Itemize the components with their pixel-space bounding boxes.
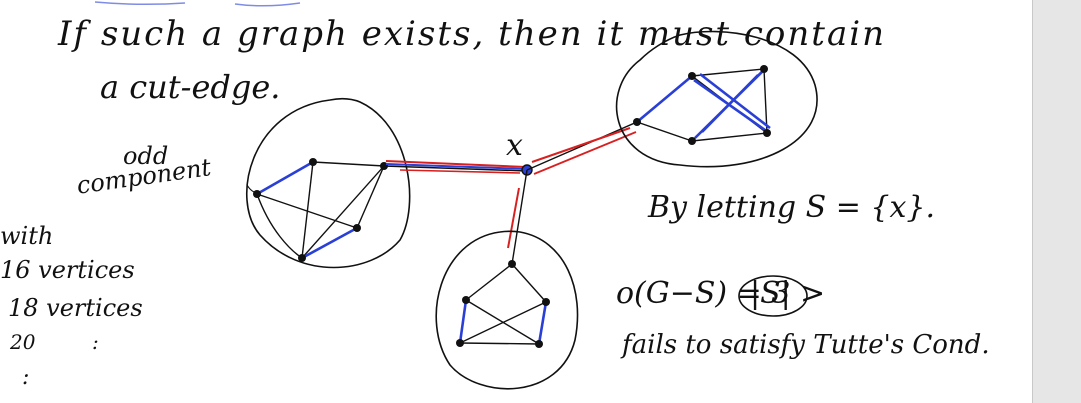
label-16-vertices: 16 vertices — [0, 256, 135, 284]
bottom-component-matching — [458, 299, 548, 345]
cut-edge-left — [383, 160, 528, 174]
bottom-component-circle — [435, 230, 579, 390]
abs-s-circle — [738, 275, 808, 317]
label-20-colon: : — [92, 330, 99, 354]
left-component-graph — [256, 161, 385, 259]
cut-edge-bottom — [507, 169, 528, 265]
graph-drawing — [94, 1, 818, 390]
bottom-component-vertices — [456, 260, 550, 348]
bottom-component-graph — [459, 263, 547, 345]
label-20: 20 — [10, 330, 36, 354]
whiteboard-canvas[interactable]: If such a graph exists, then it must con… — [0, 0, 1032, 403]
statement-line-2: a cut-edge. — [100, 68, 281, 106]
label-18-vertices: 18 vertices — [8, 294, 143, 322]
left-component-matching — [256, 160, 358, 260]
right-component-vertices — [633, 65, 771, 145]
left-component-vertices — [253, 158, 388, 262]
right-component-matching — [636, 71, 771, 139]
statement-line-1: If such a graph exists, then it must con… — [58, 14, 886, 54]
right-component-circle — [615, 30, 818, 168]
by-letting-text: By letting S = {x}. — [648, 190, 936, 225]
label-odd: odd — [123, 142, 169, 170]
label-vertex-x: x — [506, 128, 523, 163]
annotation-pointer — [246, 184, 255, 193]
previous-line-fragment — [94, 1, 301, 7]
fails-tutte-text: fails to satisfy Tutte's Cond. — [622, 330, 990, 360]
label-with: with — [0, 222, 54, 250]
label-continuation-dots: : — [22, 365, 30, 390]
cut-edge-right — [526, 121, 638, 175]
left-component-circle — [246, 97, 411, 269]
side-panel — [1032, 0, 1081, 403]
abs-s-text: |S| — [750, 276, 791, 311]
odd-count-text: o(G−S) = 3 > — [616, 276, 826, 311]
